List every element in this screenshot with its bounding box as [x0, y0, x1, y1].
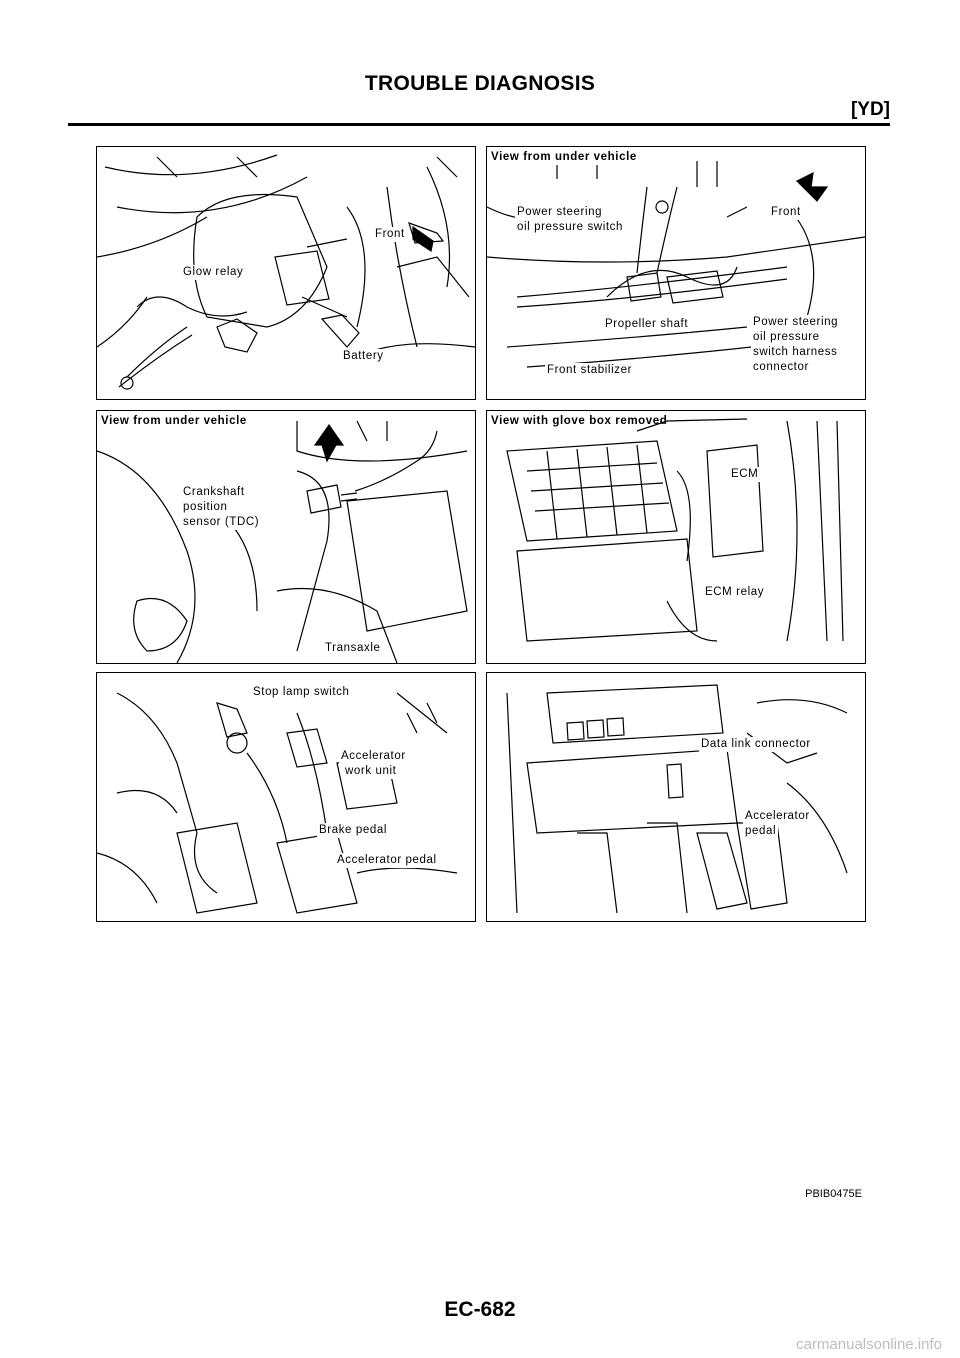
figure-panel-glow-relay: Front Glow relay Battery: [96, 146, 476, 400]
ckp-label-1: Crankshaft: [181, 485, 247, 500]
ckp-label-3: sensor (TDC): [181, 515, 262, 530]
view-caption: View from under vehicle: [491, 151, 637, 163]
view-caption: View with glove box removed: [491, 415, 668, 427]
accelerator-pedal-label-2: pedal: [743, 824, 779, 839]
figure-panel-crankshaft-sensor: View from under vehicle Crankshaft posit…: [96, 410, 476, 664]
harness-label-1: Power steering: [751, 315, 841, 330]
ecm-relay-label: ECM relay: [703, 585, 767, 600]
page-title: TROUBLE DIAGNOSIS: [364, 72, 596, 95]
accelerator-pedal-label-1: Accelerator: [743, 809, 812, 824]
ps-switch-label-1: Power steering: [515, 205, 605, 220]
figure-panel-ecm: View with glove box removed ECM ECM rela…: [486, 410, 866, 664]
watermark: carmanualsonline.info: [796, 1336, 942, 1353]
view-caption: View from under vehicle: [101, 415, 247, 427]
figure-panel-pedals: Stop lamp switch Accelerator work unit B…: [96, 672, 476, 922]
brake-pedal-label: Brake pedal: [317, 823, 389, 838]
ckp-label-2: position: [181, 500, 230, 515]
front-label: Front: [373, 227, 407, 242]
transaxle-label: Transaxle: [323, 641, 383, 656]
harness-label-3: switch harness: [751, 345, 840, 360]
harness-label-4: connector: [751, 360, 811, 375]
propeller-shaft-label: Propeller shaft: [603, 317, 691, 332]
section-code: [YD]: [850, 99, 890, 120]
pedal-area-illustration: [97, 692, 458, 914]
ps-switch-label-2: oil pressure switch: [515, 220, 625, 235]
front-label: Front: [769, 205, 803, 220]
figure-panel-power-steering-switch: View from under vehicle Power steering o…: [486, 146, 866, 400]
accelerator-pedal-label: Accelerator pedal: [335, 853, 439, 868]
crankshaft-area-illustration: [97, 420, 468, 663]
ecm-label: ECM: [729, 467, 761, 482]
page-number: EC-682: [444, 1298, 516, 1321]
glow-relay-label: Glow relay: [181, 265, 246, 280]
battery-label: Battery: [341, 349, 386, 364]
front-stabilizer-label: Front stabilizer: [545, 363, 635, 378]
stop-lamp-switch-label: Stop lamp switch: [251, 685, 352, 700]
engine-room-illustration: [97, 154, 475, 390]
glove-box-area-illustration: [506, 418, 844, 642]
header-divider: [68, 123, 890, 126]
accel-work-unit-label-1: Accelerator: [339, 749, 408, 764]
harness-label-2: oil pressure: [751, 330, 822, 345]
dashboard-lower-illustration: [506, 684, 848, 914]
figure-panel-data-link-connector: Data link connector Accelerator pedal: [486, 672, 866, 922]
figure-id: PBIB0475E: [805, 1188, 862, 1200]
data-link-connector-label: Data link connector: [699, 737, 813, 752]
accel-work-unit-label-2: work unit: [343, 764, 399, 779]
